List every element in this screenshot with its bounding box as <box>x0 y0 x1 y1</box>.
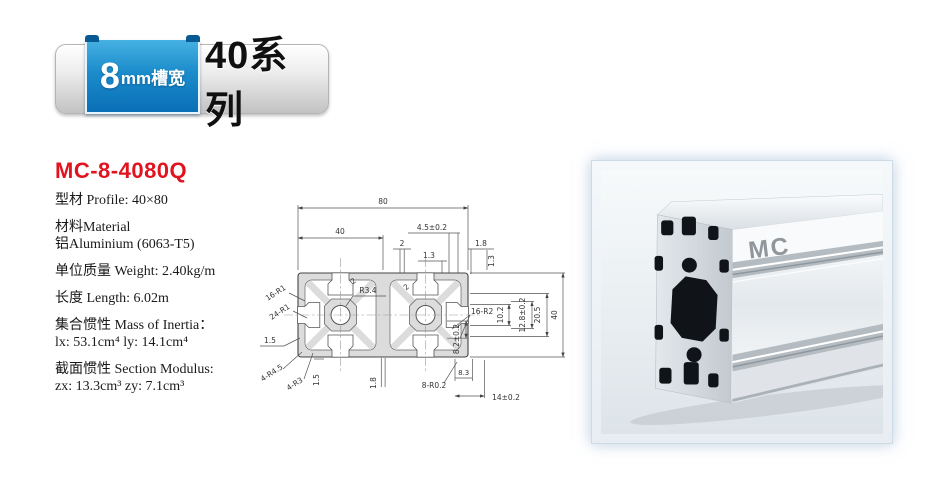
dim-4-r4-5: 4-R4.5 <box>259 362 285 383</box>
dimension-lines <box>260 205 565 398</box>
dim-8-3: 8.3 <box>458 369 469 377</box>
dim-1-8-top: 1.8 <box>475 239 487 248</box>
dim-1-5-bottom: 1.5 <box>312 374 321 386</box>
brand-logo-text: MC <box>747 233 792 265</box>
spec-inertia: 集合惯性 Mass of Inertia： lx: 53.1cm⁴ ly: 14… <box>55 317 270 351</box>
product-photo-svg: MC <box>601 170 883 434</box>
spec-weight: 单位质量 Weight: 2.40kg/m <box>55 263 270 280</box>
spec-length: 长度 Length: 6.02m <box>55 290 270 307</box>
cross-section-drawing: 80 40 4.5±0.2 2 1.3 1.8 1.3 16-R1 24-R1 … <box>256 190 581 425</box>
profile-body <box>284 258 482 372</box>
spec-material-line2: 铝Aluminium (6063-T5) <box>55 237 195 252</box>
dim-10-2: 10.2 <box>496 306 505 323</box>
spec-modulus-values: zx: 13.3cm³ zy: 7.1cm³ <box>55 379 185 394</box>
spec-weight-value: 单位质量 Weight: 2.40kg/m <box>55 264 216 279</box>
dim-1-5-left: 1.5 <box>264 336 276 345</box>
slot-width-unit: mm槽宽 <box>120 68 186 88</box>
dim-14: 14±0.2 <box>492 393 520 402</box>
spec-profile: 型材 Profile: 40×80 <box>55 192 270 209</box>
dim-80: 80 <box>378 197 388 206</box>
series-badge: 8 mm槽宽 40系列 <box>55 35 329 132</box>
dim-20-5: 20.5 <box>533 306 542 323</box>
dim-r3-4: R3.4 <box>359 286 376 295</box>
dim-1-8-bottom: 1.8 <box>369 377 378 389</box>
product-model-title: MC-8-4080Q <box>55 158 188 183</box>
dim-24-r1: 24-R1 <box>268 302 292 322</box>
dim-1-3-top: 1.3 <box>423 251 435 260</box>
dim-16-r1: 16-R1 <box>264 283 288 303</box>
dim-40-right: 40 <box>550 310 559 320</box>
spec-inertia-title: 集合惯性 Mass of Inertia： <box>55 318 214 333</box>
dim-2-diag-left: 2 <box>349 276 359 286</box>
dim-2-top: 2 <box>400 239 405 248</box>
dim-8-2: 8.2±0.2 <box>452 324 461 354</box>
slot-width-ribbon: 8 mm槽宽 <box>85 35 200 114</box>
slot-width-number: 8 <box>99 55 120 96</box>
dim-4-r3: 4-R3 <box>285 375 305 392</box>
spec-modulus: 截面惯性 Section Modulus: zx: 13.3cm³ zy: 7.… <box>55 361 270 395</box>
spec-material-line1: 材料Material <box>55 220 131 235</box>
series-label: 40系列 <box>205 35 289 132</box>
spec-length-value: 长度 Length: 6.02m <box>55 291 169 306</box>
product-photo: MC <box>601 170 883 434</box>
front-band-middle <box>732 254 883 355</box>
spec-profile-value: 型材 Profile: 40×80 <box>55 193 168 208</box>
dim-40-top: 40 <box>335 227 345 236</box>
centerlines <box>284 258 482 372</box>
spec-modulus-title: 截面惯性 Section Modulus: <box>55 362 214 377</box>
spec-material: 材料Material 铝Aluminium (6063-T5) <box>55 219 270 253</box>
beam-shadow <box>630 385 883 425</box>
dim-2-diag-right: 2 <box>402 282 412 292</box>
spec-inertia-values: lx: 53.1cm⁴ ly: 14.1cm⁴ <box>55 335 189 350</box>
dim-1-3-right: 1.3 <box>487 255 496 267</box>
front-band-top <box>732 211 883 263</box>
cross-section-svg: 80 40 4.5±0.2 2 1.3 1.8 1.3 16-R1 24-R1 … <box>259 197 565 402</box>
spec-list: 型材 Profile: 40×80 材料Material 铝Aluminium … <box>55 192 270 405</box>
webs <box>305 280 461 350</box>
end-face-cavities <box>654 216 729 388</box>
dim-8-r0-2: 8-R0.2 <box>422 381 447 390</box>
dim-16-r2: 16-R2 <box>471 307 493 316</box>
product-photo-frame: MC <box>591 160 893 444</box>
dim-4-5: 4.5±0.2 <box>417 223 447 232</box>
dim-12-8: 12.8±0.2 <box>518 297 527 332</box>
front-band-bottom <box>732 339 883 404</box>
